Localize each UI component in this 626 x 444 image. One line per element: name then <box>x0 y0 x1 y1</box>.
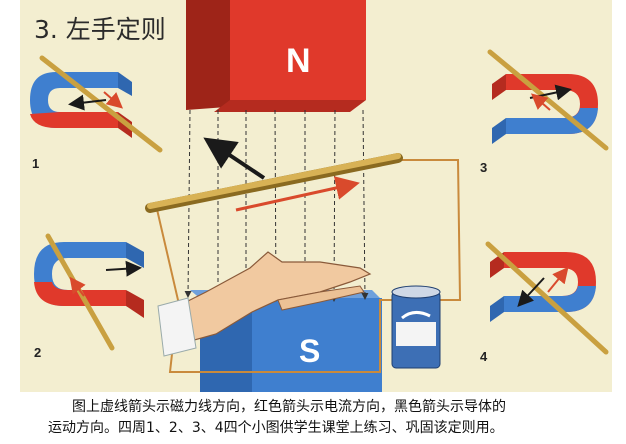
horseshoe-magnet-icon <box>30 55 163 153</box>
left-hand-rule-figure: 3. 左手定则 N S 1 2 3 4 <box>20 0 612 392</box>
conductor-rod <box>145 153 403 213</box>
small-figure-number-2: 2 <box>34 345 42 360</box>
battery-icon <box>391 285 441 369</box>
horseshoe-magnet-icon <box>487 49 609 151</box>
small-figure-number-4: 4 <box>480 349 488 364</box>
small-figure-number-1: 1 <box>32 156 40 171</box>
small-figure-number-3: 3 <box>480 160 488 175</box>
motion-arrow <box>203 137 266 180</box>
north-pole-label: N <box>286 42 311 80</box>
horseshoe-magnet-icon <box>34 233 144 351</box>
figure-caption: 图上虚线箭头示磁力线方向，红色箭头示电流方向，黑色箭头示导体的 运动方向。四周1… <box>48 397 608 439</box>
left-hand-icon <box>157 251 372 357</box>
horseshoe-magnet-icon <box>485 241 609 355</box>
caption-line-2: 运动方向。四周1、2、3、4四个小图供学生课堂上练习、巩固该定则用。 <box>48 420 504 436</box>
figure-illustration <box>30 0 609 392</box>
south-pole-label: S <box>299 333 321 369</box>
north-pole-block <box>186 0 366 112</box>
figure-title: 3. 左手定则 <box>34 15 166 44</box>
caption-line-1: 图上虚线箭头示磁力线方向，红色箭头示电流方向，黑色箭头示导体的 <box>72 399 506 415</box>
current-arrow <box>235 176 360 212</box>
